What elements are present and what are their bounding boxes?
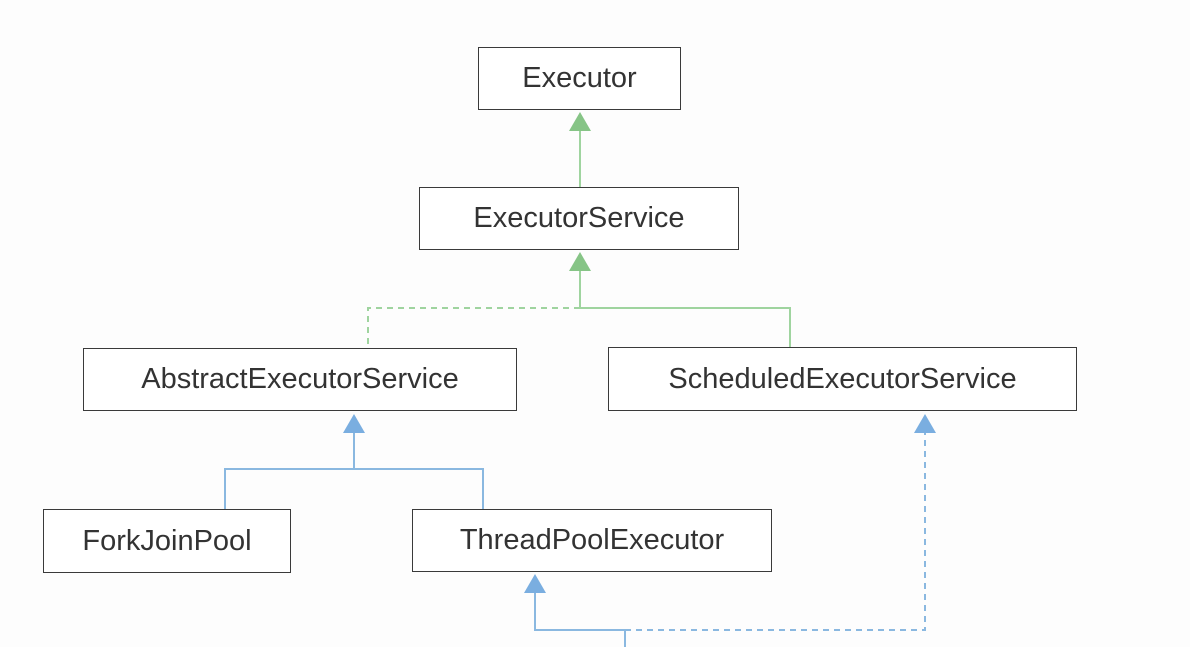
connector-forkjoin: [224, 468, 354, 509]
edge-executorservice-to-executor: [569, 112, 591, 187]
node-label: ExecutorService: [473, 202, 685, 234]
edge-group-from-below: [524, 414, 936, 647]
edge-group-to-executorservice: [367, 252, 791, 348]
inheritance-arrowhead: [524, 574, 546, 593]
node-label: AbstractExecutorService: [141, 363, 459, 395]
inheritance-arrowhead: [569, 112, 591, 131]
edge-group-to-abstract: [224, 414, 484, 509]
node-label: ScheduledExecutorService: [668, 362, 1017, 395]
node-label: ForkJoinPool: [82, 524, 252, 557]
inheritance-arrowhead: [569, 252, 591, 271]
inheritance-arrowhead: [343, 414, 365, 433]
connector-threadpool: [354, 468, 484, 509]
connector-scheduled-solid: [580, 307, 791, 347]
inheritance-arrowhead: [914, 414, 936, 433]
node-abstract-executor-service: AbstractExecutorService: [83, 348, 517, 411]
node-label: Executor: [522, 62, 637, 94]
node-scheduled-executor-service: ScheduledExecutorService: [608, 347, 1077, 411]
node-label: ThreadPoolExecutor: [459, 524, 725, 556]
node-executor-service: ExecutorService: [419, 187, 739, 250]
connector-abstract-dashed: [367, 307, 580, 348]
node-executor: Executor: [478, 47, 681, 110]
node-fork-join-pool: ForkJoinPool: [43, 509, 291, 573]
connector-to-scheduled-dashed: [625, 433, 926, 631]
node-thread-pool-executor: ThreadPoolExecutor: [412, 509, 772, 572]
connector-to-threadpool: [534, 593, 626, 647]
